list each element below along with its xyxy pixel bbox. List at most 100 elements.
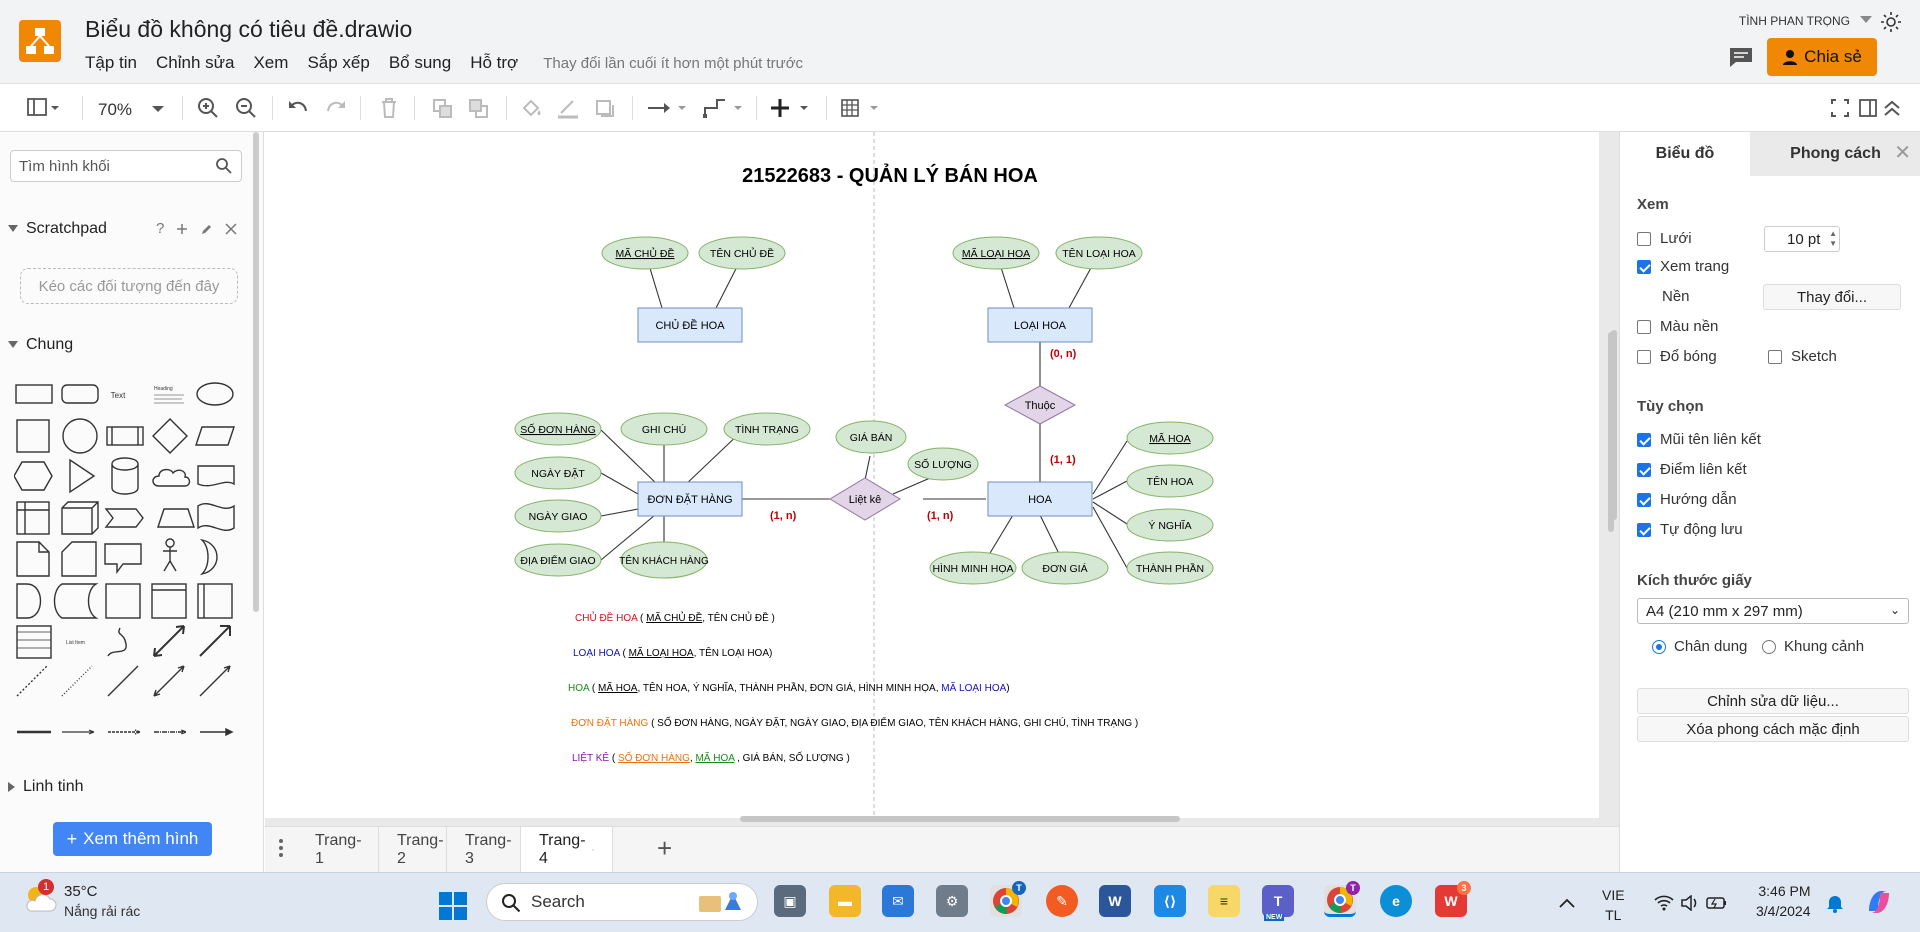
panel-scrollbar[interactable] xyxy=(1611,330,1617,520)
tab-trang-1[interactable]: Trang-1 xyxy=(297,827,379,873)
attr-y-nghia[interactable]: Ý NGHĨA xyxy=(1126,508,1214,542)
sidebar-scrollbar[interactable] xyxy=(253,132,259,612)
connection-points-checkbox[interactable] xyxy=(1637,462,1651,477)
entity-chu-de-hoa[interactable]: CHỦ ĐỀ HOA xyxy=(637,307,743,343)
attr-ma-hoa[interactable]: MÃ HOA xyxy=(1126,421,1214,455)
zoom-dropdown-icon[interactable] xyxy=(150,96,166,120)
waypoints-icon[interactable] xyxy=(702,96,746,120)
copilot-icon[interactable] xyxy=(1864,887,1894,917)
menu-extras[interactable]: Bổ sung xyxy=(388,53,452,72)
notepad-icon[interactable]: ≡ xyxy=(1208,885,1240,917)
task-view-icon[interactable]: ▣ xyxy=(774,885,806,917)
user-name[interactable]: TÌNH PHAN TRỌNG xyxy=(1738,14,1850,28)
weather-widget[interactable]: 1 35°C Nắng rải rác xyxy=(22,879,140,920)
mail-icon[interactable]: ✉ xyxy=(882,885,914,917)
share-button[interactable]: Chia sẻ xyxy=(1767,38,1877,76)
volume-icon[interactable] xyxy=(1680,895,1700,911)
chevron-up-icon[interactable] xyxy=(591,846,594,854)
zoom-in-icon[interactable] xyxy=(196,96,220,120)
attr-so-luong[interactable]: SỐ LƯỢNG xyxy=(907,447,979,481)
edit-pencil-icon[interactable] xyxy=(200,223,213,236)
help-icon[interactable]: ? xyxy=(156,220,165,237)
relationship-liet-ke[interactable]: Liệt kê xyxy=(829,477,901,521)
to-back-icon[interactable] xyxy=(468,96,490,120)
drawing-app-icon[interactable]: ✎ xyxy=(1046,885,1078,917)
bg-color-checkbox[interactable] xyxy=(1637,319,1651,334)
connection-points-option[interactable]: Điểm liên kết xyxy=(1637,461,1747,478)
attr-ngay-dat[interactable]: NGÀY ĐẶT xyxy=(514,456,602,490)
attr-ten-khach-hang[interactable]: TÊN KHÁCH HÀNG xyxy=(619,541,709,579)
connection-arrows-checkbox[interactable] xyxy=(1637,432,1651,447)
autosave-option[interactable]: Tự động lưu xyxy=(1637,521,1743,538)
edge-icon[interactable]: e xyxy=(1380,885,1412,917)
portrait-option[interactable]: Chân dung xyxy=(1652,638,1747,655)
chrome-active-icon[interactable]: T xyxy=(1324,881,1360,917)
undo-icon[interactable] xyxy=(286,96,310,120)
scratchpad-header[interactable]: Scratchpad xyxy=(8,220,107,238)
taskbar-search-box[interactable]: Search xyxy=(486,883,758,921)
menu-help[interactable]: Hỗ trợ xyxy=(470,53,519,72)
grid-size-input[interactable]: 10 pt▲▼ xyxy=(1764,226,1840,252)
document-title[interactable]: Biểu đồ không có tiêu đề.drawio xyxy=(85,16,413,42)
entity-loai-hoa[interactable]: LOẠI HOA xyxy=(987,307,1093,343)
attr-gia-ban[interactable]: GIÁ BÁN xyxy=(835,420,907,454)
page-view-option[interactable]: Xem trang xyxy=(1637,258,1729,275)
guides-option[interactable]: Hướng dẫn xyxy=(1637,491,1737,508)
general-shapes-header[interactable]: Chung xyxy=(8,336,73,354)
drawio-logo-icon[interactable] xyxy=(19,20,61,62)
fullscreen-icon[interactable] xyxy=(1830,96,1850,120)
attr-hinh-minh-hoa[interactable]: HÌNH MINH HỌA xyxy=(929,551,1017,585)
clear-default-style-button[interactable]: Xóa phong cách mặc định xyxy=(1637,716,1909,742)
attr-ten-loai-hoa[interactable]: TÊN LOẠI HOA xyxy=(1055,236,1143,270)
stepper-arrows-icon[interactable]: ▲▼ xyxy=(1829,229,1837,248)
format-panel-icon[interactable] xyxy=(26,96,60,120)
attr-tinh-trang[interactable]: TÌNH TRẠNG xyxy=(723,412,811,446)
pages-menu-icon[interactable] xyxy=(279,839,283,860)
insert-plus-icon[interactable] xyxy=(770,96,814,120)
tab-trang-3[interactable]: Trang-3 xyxy=(447,827,521,873)
settings-gear-icon[interactable]: ⚙ xyxy=(936,885,968,917)
battery-icon[interactable] xyxy=(1706,896,1728,910)
tab-trang-2[interactable]: Trang-2 xyxy=(379,827,447,873)
shadow-icon[interactable] xyxy=(594,96,616,120)
add-icon[interactable] xyxy=(176,223,188,235)
connection-arrows-option[interactable]: Mũi tên liên kết xyxy=(1637,431,1761,448)
user-menu-caret-icon[interactable] xyxy=(1860,16,1872,23)
attr-thanh-phan[interactable]: THÀNH PHẦN xyxy=(1126,551,1214,585)
attr-don-gia[interactable]: ĐƠN GIÁ xyxy=(1021,551,1109,585)
wps-icon[interactable]: W 3 xyxy=(1435,881,1471,917)
attr-ghi-chu[interactable]: GHI CHÚ xyxy=(620,412,708,446)
line-color-icon[interactable] xyxy=(556,96,580,120)
table-icon[interactable] xyxy=(840,96,884,120)
autosave-checkbox[interactable] xyxy=(1637,522,1651,537)
paper-size-select[interactable]: A4 (210 mm x 297 mm)⌄ xyxy=(1637,598,1909,624)
guides-checkbox[interactable] xyxy=(1637,492,1651,507)
shadow-checkbox[interactable] xyxy=(1637,349,1651,364)
notification-bell-icon[interactable] xyxy=(1826,893,1844,913)
redo-icon[interactable] xyxy=(324,96,348,120)
last-change-status[interactable]: Thay đổi lần cuối ít hơn một phút trước xyxy=(543,55,804,72)
file-explorer-icon[interactable]: ▬ xyxy=(829,885,861,917)
menu-arrange[interactable]: Sắp xếp xyxy=(307,53,370,72)
comments-icon[interactable] xyxy=(1728,46,1754,68)
entity-don-dat-hang[interactable]: ĐƠN ĐẶT HÀNG xyxy=(637,481,743,517)
zoom-out-icon[interactable] xyxy=(234,96,258,120)
word-icon[interactable]: W xyxy=(1099,885,1131,917)
shadow-option[interactable]: Đổ bóng xyxy=(1637,348,1717,365)
sketch-option[interactable]: Sketch xyxy=(1768,348,1837,365)
vscode-icon[interactable]: ⟨⟩ xyxy=(1154,885,1186,917)
delete-icon[interactable] xyxy=(378,96,400,120)
zoom-level[interactable]: 70% xyxy=(98,100,133,119)
grid-option[interactable]: Lưới xyxy=(1637,230,1692,247)
more-shapes-button[interactable]: + Xem thêm hình xyxy=(53,822,212,856)
search-icon[interactable] xyxy=(215,157,233,175)
close-panel-icon[interactable]: ✕ xyxy=(1894,142,1911,164)
shape-search-input[interactable]: Tìm hình khối xyxy=(10,150,242,182)
tab-style[interactable]: Phong cách xyxy=(1750,132,1920,176)
menu-edit[interactable]: Chỉnh sửa xyxy=(155,53,235,72)
attr-ten-chu-de[interactable]: TÊN CHỦ ĐỀ xyxy=(698,236,786,270)
theme-sun-icon[interactable] xyxy=(1880,11,1902,33)
tab-diagram[interactable]: Biểu đồ xyxy=(1655,145,1715,162)
show-hidden-icons-chevron-icon[interactable] xyxy=(1558,897,1576,909)
